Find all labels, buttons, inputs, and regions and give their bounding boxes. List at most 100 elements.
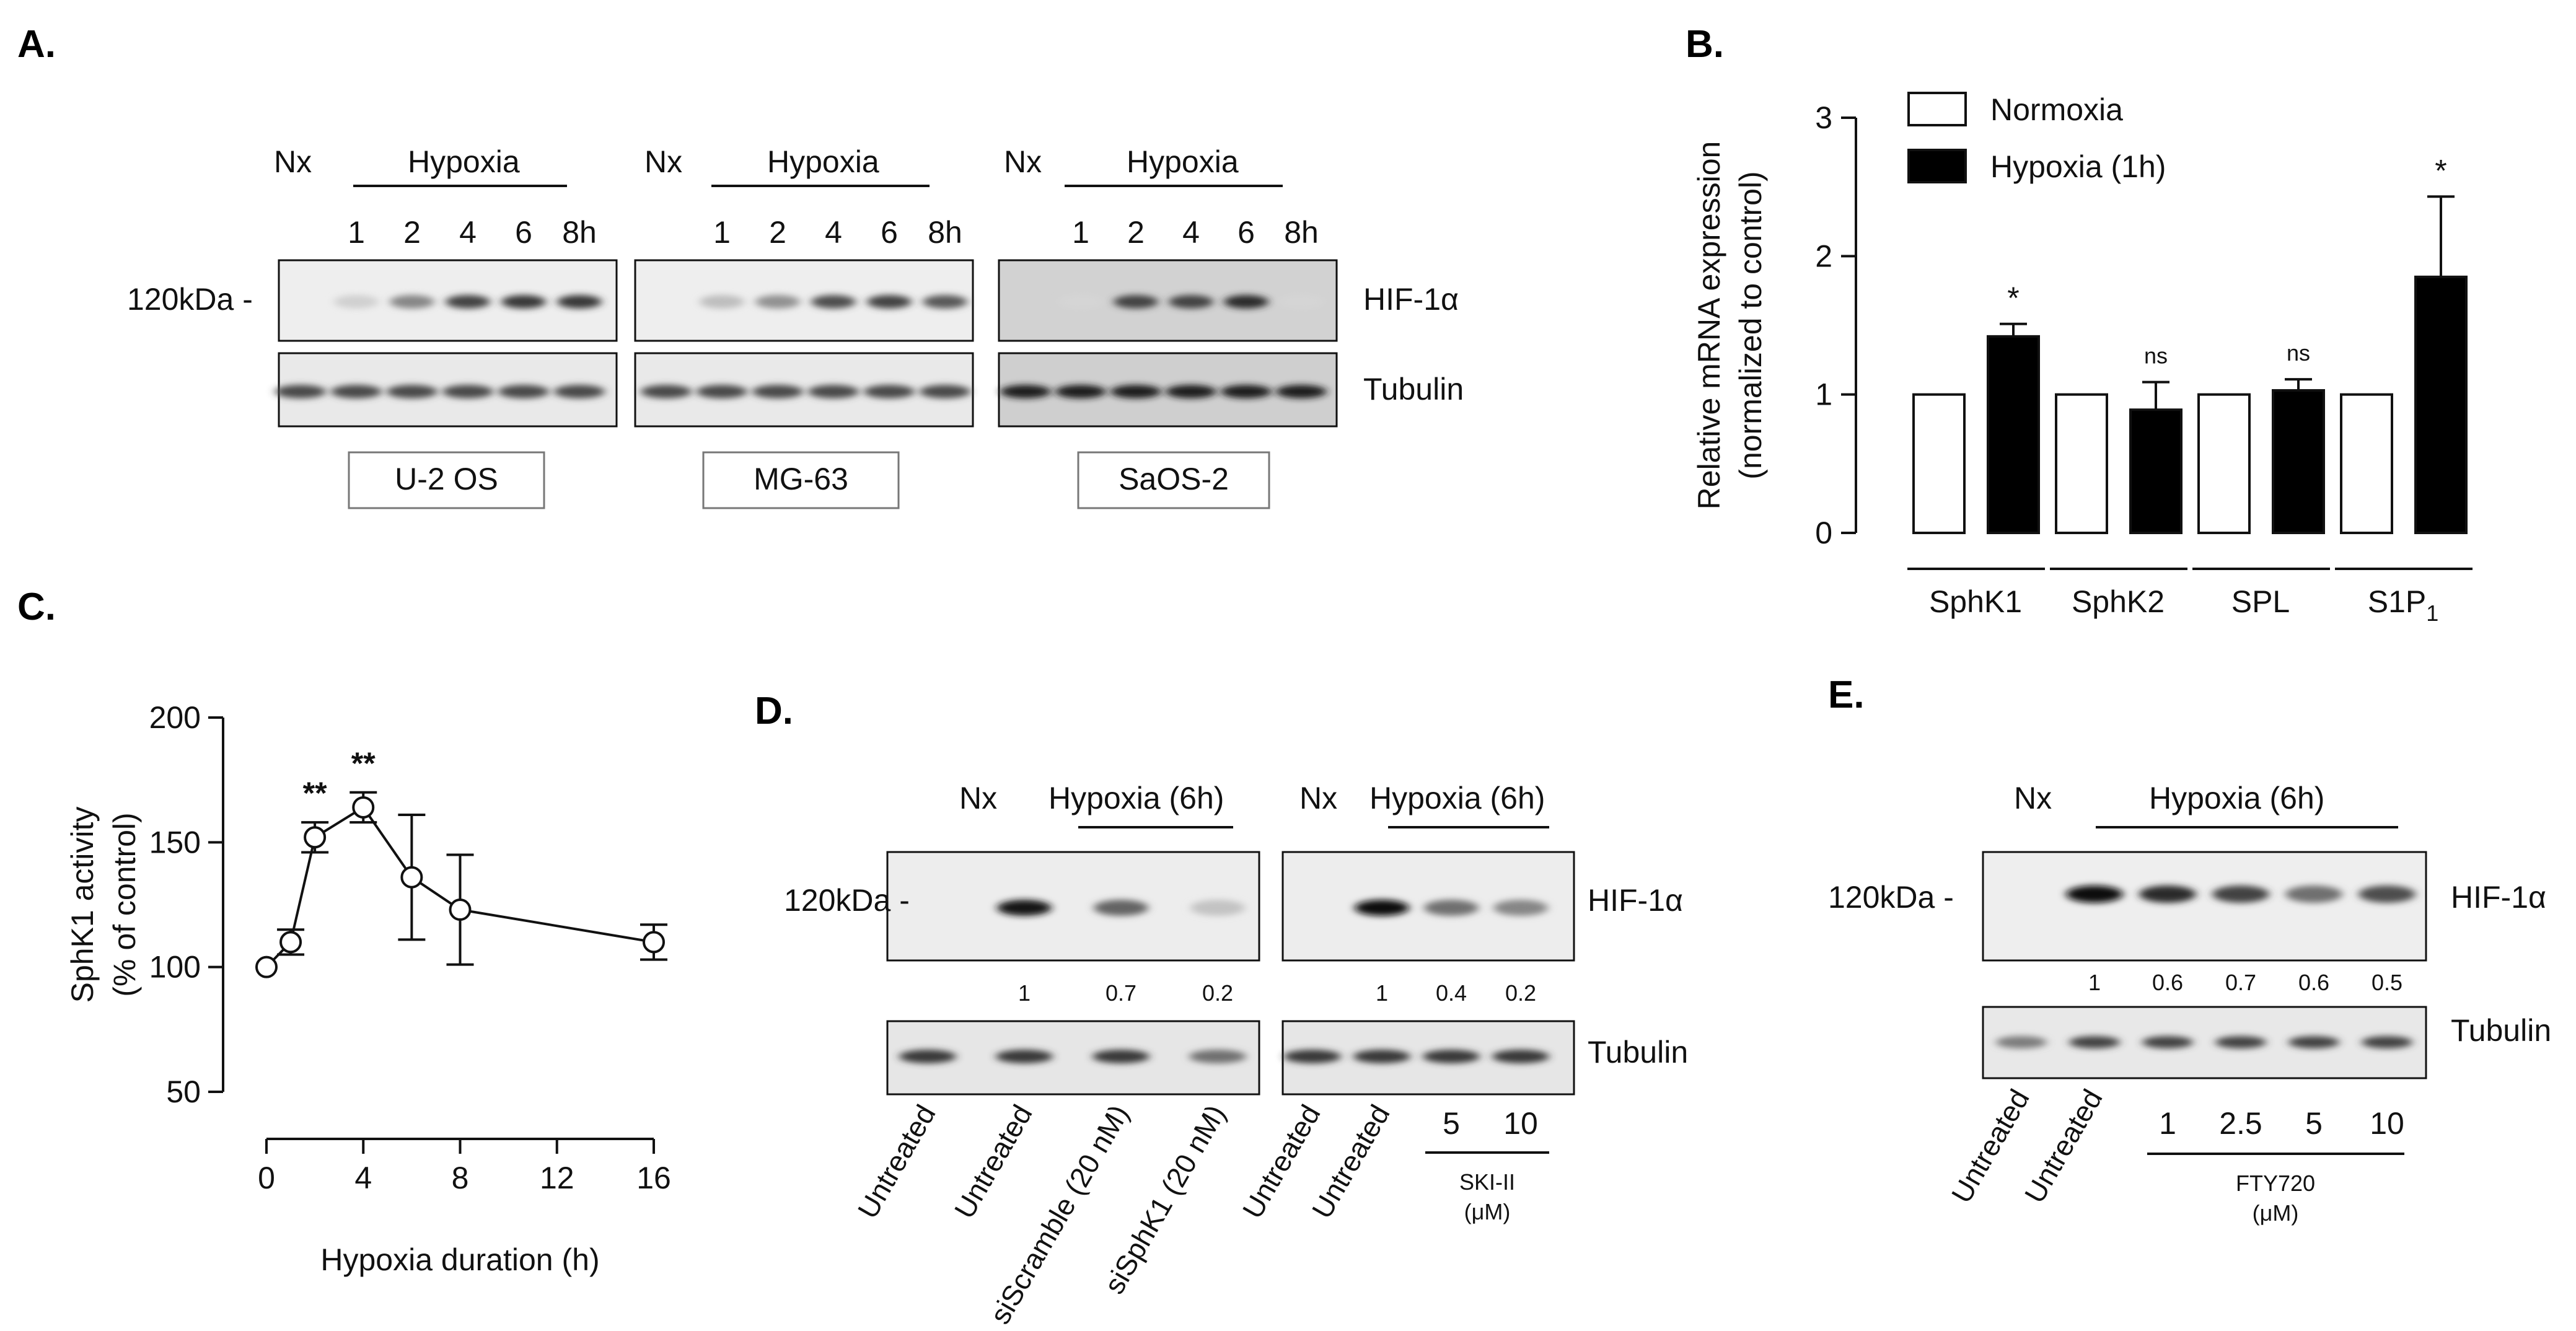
protein-label-tubulin: Tubulin — [1588, 1035, 1688, 1070]
lane-label: Untreated — [948, 1099, 1039, 1224]
condition-label: Hypoxia — [767, 144, 879, 179]
significance-label: ** — [303, 776, 327, 810]
lane-label: 6 — [881, 215, 898, 250]
y-axis-label-line1: SphK1 activity — [65, 807, 100, 1003]
lane-label: 4 — [825, 215, 842, 250]
drug-label: FTY720 — [2236, 1171, 2315, 1196]
x-tick-label: 16 — [636, 1161, 671, 1195]
nx-label: Nx — [1004, 144, 1042, 179]
protein-label-hif: HIF-1α — [2451, 880, 2546, 915]
tubulin-band — [1110, 385, 1161, 398]
tubulin-blot — [1982, 1006, 2427, 1079]
significance-label: ns — [2144, 343, 2168, 369]
y-axis-label-line2: (normalized to control) — [1733, 171, 1768, 479]
tubulin-band — [864, 385, 915, 398]
hif-band — [755, 295, 800, 309]
legend-label: Normoxia — [1990, 92, 2123, 127]
tubulin-band — [996, 1050, 1053, 1063]
tubulin-band — [554, 385, 605, 398]
tubulin-band — [498, 385, 549, 398]
hif-blot — [1982, 851, 2427, 962]
bar-hypoxia — [2414, 275, 2468, 534]
tubulin-band — [2142, 1036, 2193, 1048]
cell-line-box — [1077, 451, 1270, 509]
protein-label-hif: HIF-1α — [1588, 883, 1683, 918]
lane-label: 2 — [769, 215, 786, 250]
tubulin-band — [1284, 1050, 1341, 1063]
y-tick-label: 3 — [1815, 100, 1832, 135]
dose-label: 10 — [1503, 1106, 1538, 1141]
quant-label: 0.2 — [1505, 980, 1536, 1006]
tubulin-band — [442, 385, 493, 398]
cell-line-label: SaOS-2 — [1119, 462, 1229, 496]
tubulin-band — [1423, 1050, 1480, 1063]
hif-band — [1355, 900, 1409, 916]
hif-band — [2285, 885, 2342, 903]
quant-label: 1 — [1018, 980, 1031, 1006]
lane-label: 8h — [928, 215, 962, 250]
quant-label: 0.7 — [1106, 980, 1136, 1006]
bar-hypoxia — [2129, 408, 2183, 534]
significance-label: * — [2007, 281, 2019, 315]
hif-band — [1279, 295, 1324, 309]
hif-band — [1058, 295, 1103, 309]
condition-label: Hypoxia (6h) — [1048, 781, 1224, 815]
tubulin-band — [1276, 385, 1327, 398]
tubulin-band — [899, 1050, 956, 1063]
panel-b-label: B. — [1686, 23, 1724, 66]
hif-band — [334, 295, 379, 309]
y-axis-label-line1: Relative mRNA expression — [1692, 141, 1726, 510]
lane-label: 6 — [1237, 215, 1255, 250]
quant-label: 0.7 — [2225, 970, 2256, 995]
tubulin-band — [1353, 1050, 1410, 1063]
y-axis-label-line2: (% of control) — [107, 812, 142, 996]
condition-label: Hypoxia — [408, 144, 520, 179]
y-tick-label: 0 — [1815, 516, 1832, 550]
panel-e-label: E. — [1828, 674, 1865, 716]
lane-label: 1 — [713, 215, 731, 250]
quant-label: 1 — [2088, 970, 2101, 995]
dose-label: 5 — [1443, 1106, 1460, 1141]
bar-normoxia — [2055, 393, 2108, 535]
tubulin-band — [1221, 385, 1272, 398]
quant-label: 0.2 — [1202, 980, 1233, 1006]
x-tick-label: 12 — [540, 1161, 574, 1195]
data-point — [643, 931, 665, 954]
tubulin-band — [2362, 1036, 2412, 1048]
tubulin-band — [275, 385, 326, 398]
hif-band — [2066, 885, 2123, 903]
nx-label: Nx — [959, 781, 997, 815]
legend-swatch — [1907, 149, 1967, 183]
data-point — [400, 866, 423, 889]
hif-band — [1190, 900, 1245, 916]
x-tick-label: 0 — [258, 1161, 275, 1195]
tubulin-band — [387, 385, 437, 398]
nx-label: Nx — [1299, 781, 1337, 815]
nx-label: Nx — [274, 144, 312, 179]
tubulin-band — [1492, 1050, 1549, 1063]
tubulin-band — [1055, 385, 1106, 398]
hif-band — [2139, 885, 2196, 903]
quant-label: 0.6 — [2298, 970, 2329, 995]
y-tick-label: 1 — [1815, 377, 1832, 412]
tubulin-band — [1166, 385, 1216, 398]
legend-swatch — [1907, 92, 1967, 126]
y-tick-label: 2 — [1815, 239, 1832, 273]
lane-label: 4 — [459, 215, 477, 250]
quant-label: 0.6 — [2152, 970, 2183, 995]
y-tick-label: 150 — [149, 825, 201, 859]
hif-band — [1493, 900, 1548, 916]
tubulin-band — [752, 385, 803, 398]
data-point — [352, 796, 375, 819]
bar-hypoxia — [1987, 335, 2040, 534]
tubulin-band — [1996, 1036, 2047, 1048]
quant-label: 1 — [1376, 980, 1388, 1006]
tubulin-band — [1092, 1050, 1150, 1063]
x-axis-label: Hypoxia duration (h) — [320, 1242, 599, 1277]
hif-band — [1424, 900, 1479, 916]
tubulin-band — [697, 385, 747, 398]
protein-label-tubulin: Tubulin — [2451, 1013, 2551, 1048]
